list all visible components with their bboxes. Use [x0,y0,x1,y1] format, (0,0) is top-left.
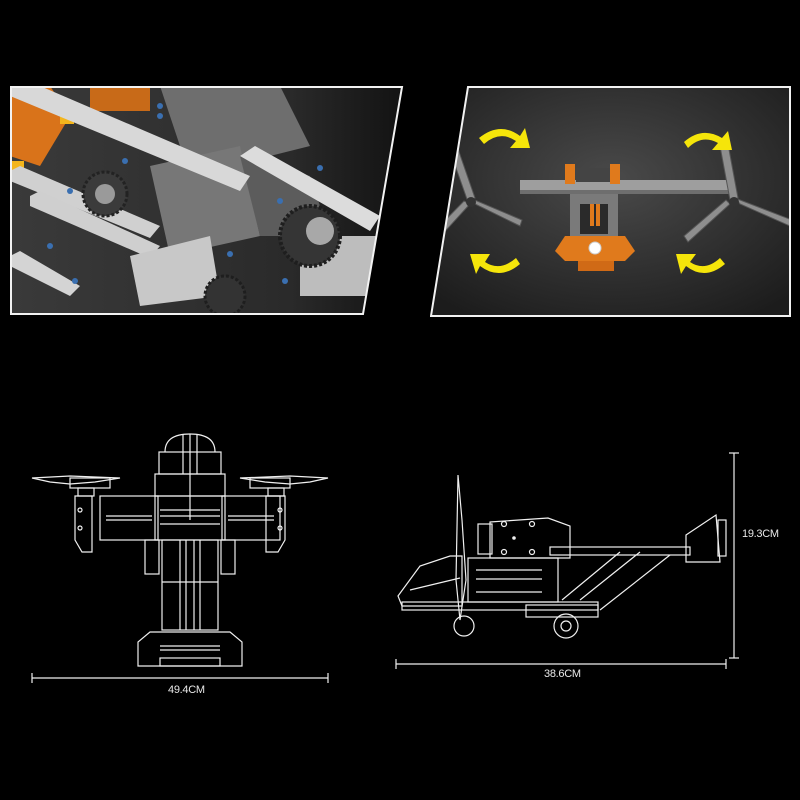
tiltrotor-topview-photo [430,86,792,318]
tiltrotor-topview-image [430,86,791,317]
side-length-dimension-label: 38.6CM [544,668,581,680]
front-width-dimension-label: 49.4CM [168,684,205,696]
front-view-blueprint: 49.4CM [20,420,340,700]
side-view-blueprint: 38.6CM 19.3CM [390,440,800,690]
front-view-drawing [31,433,329,683]
rotation-arrow-icons [470,128,732,274]
side-height-dimension-label: 19.3CM [742,528,779,540]
gearbox-closeup-photo [10,86,410,315]
gearbox-closeup-image [10,86,404,315]
side-view-drawing [395,452,739,669]
